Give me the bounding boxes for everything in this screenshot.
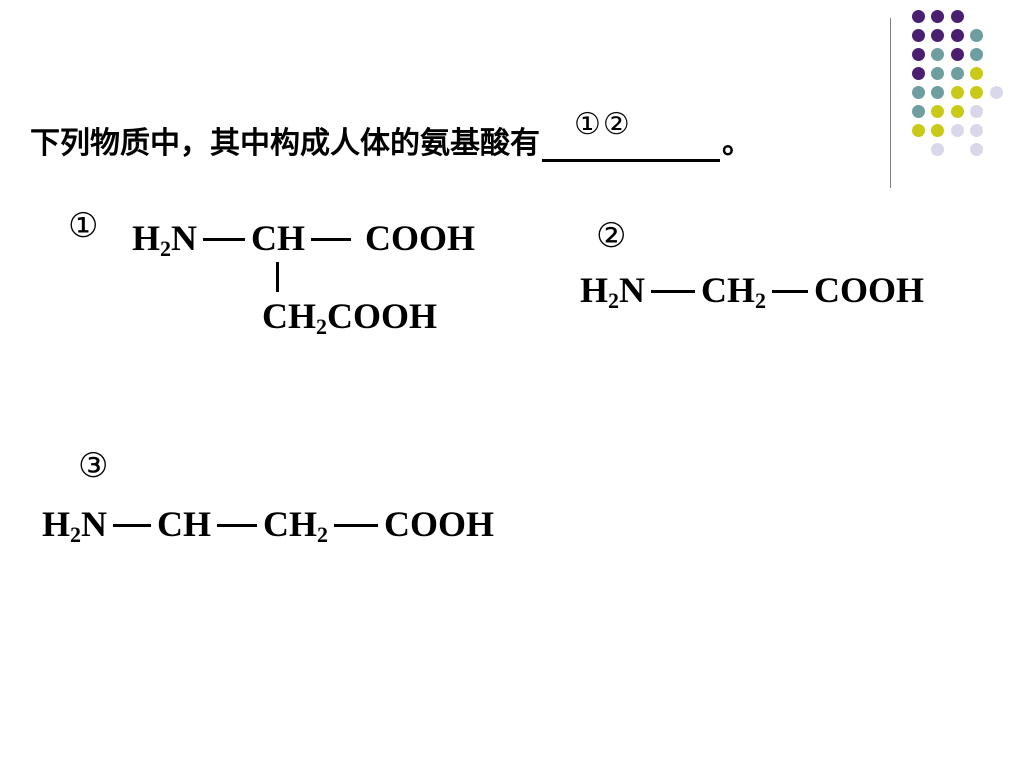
- decorative-dot: [970, 124, 983, 137]
- decorative-dot: [931, 143, 944, 156]
- answer-text: ①②: [574, 107, 632, 142]
- decorative-dot: [911, 48, 925, 61]
- decorative-dot: [931, 48, 944, 61]
- bond: [217, 524, 258, 528]
- compound-1-amine: H2N: [132, 218, 198, 261]
- compound-1-formula: H2N CH COOH: [132, 220, 475, 260]
- bond: [651, 290, 696, 294]
- decorative-dot: [970, 67, 983, 80]
- decorative-dot: [931, 29, 944, 42]
- decorative-dot-grid: [902, 10, 1012, 170]
- compound-1-vertical-bond: [276, 262, 279, 292]
- decorative-dot: [989, 86, 1003, 99]
- decorative-dot: [950, 124, 964, 137]
- bond: [772, 290, 809, 294]
- decorative-dot: [911, 29, 925, 42]
- divider-line: [890, 18, 891, 188]
- bond: [334, 524, 379, 528]
- compound-1-ch: CH: [251, 218, 306, 258]
- question-text: 下列物质中，其中构成人体的氨基酸有 ①② 。: [30, 107, 752, 162]
- compound-3-label: ③: [78, 446, 109, 486]
- decorative-dot: [931, 10, 944, 23]
- decorative-dot: [911, 105, 925, 118]
- decorative-dot: [931, 86, 944, 99]
- decorative-dot: [970, 86, 983, 99]
- compound-1-carboxyl: COOH: [365, 218, 476, 258]
- decorative-dot: [931, 105, 944, 118]
- decorative-dot: [911, 67, 925, 80]
- decorative-dot: [931, 67, 944, 80]
- decorative-dot: [970, 105, 983, 118]
- bond: [113, 524, 152, 528]
- decorative-dot: [970, 143, 983, 156]
- decorative-dot: [950, 48, 964, 61]
- bond: [203, 238, 246, 242]
- bond: [311, 238, 352, 242]
- decorative-dot: [970, 48, 983, 61]
- compound-1-side-chain: CH2COOH: [262, 296, 438, 339]
- decorative-dot: [970, 29, 983, 42]
- decorative-dot: [911, 10, 925, 23]
- answer-blank: ①②: [542, 107, 720, 162]
- question-prompt: 下列物质中，其中构成人体的氨基酸有: [30, 126, 540, 161]
- decorative-dot: [950, 10, 964, 23]
- decorative-dot: [950, 67, 964, 80]
- question-end-mark: 。: [722, 126, 752, 161]
- decorative-dot: [911, 86, 925, 99]
- compound-1-label: ①: [68, 206, 99, 246]
- decorative-dot: [950, 86, 964, 99]
- decorative-dot: [950, 29, 964, 42]
- compound-2-label: ②: [596, 216, 627, 256]
- decorative-dot: [931, 124, 944, 137]
- decorative-dot: [911, 124, 925, 137]
- decorative-dot: [950, 105, 964, 118]
